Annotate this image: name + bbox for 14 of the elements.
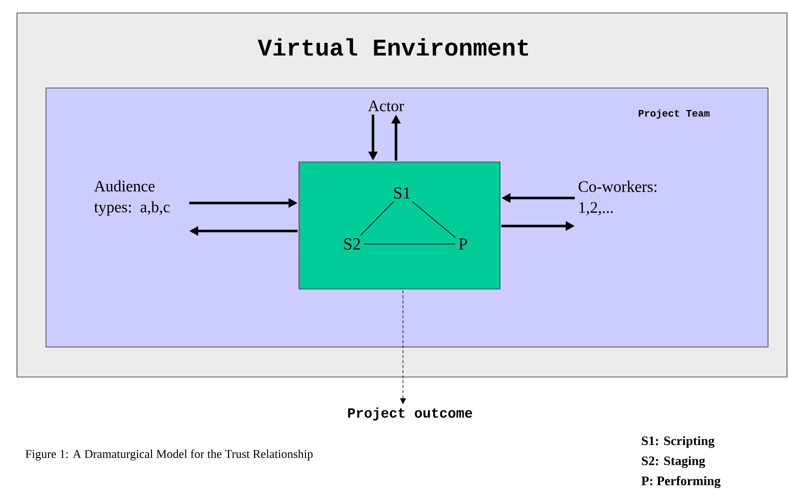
- connector-line: [360, 201, 394, 236]
- model-box: [298, 162, 500, 290]
- legend-entry: S2: Staging: [642, 456, 706, 468]
- role-label: Audience types: a,b,c: [94, 180, 170, 216]
- role-label: Co-workers: 1,2,...: [578, 180, 656, 216]
- vertex-label: S2: [344, 238, 360, 250]
- legend-entry: S1: Scripting: [642, 436, 714, 448]
- role-label: Actor: [368, 100, 404, 112]
- vertex-label: P: [458, 238, 468, 250]
- outcome-label: Project outcome: [348, 408, 472, 420]
- caption: Figure 1: A Dramaturgical Model for the Trust Relationship: [26, 450, 313, 460]
- legend-entry: P: Performing: [641, 476, 721, 488]
- vertex-label: S1: [394, 187, 410, 199]
- connector-line: [412, 201, 456, 238]
